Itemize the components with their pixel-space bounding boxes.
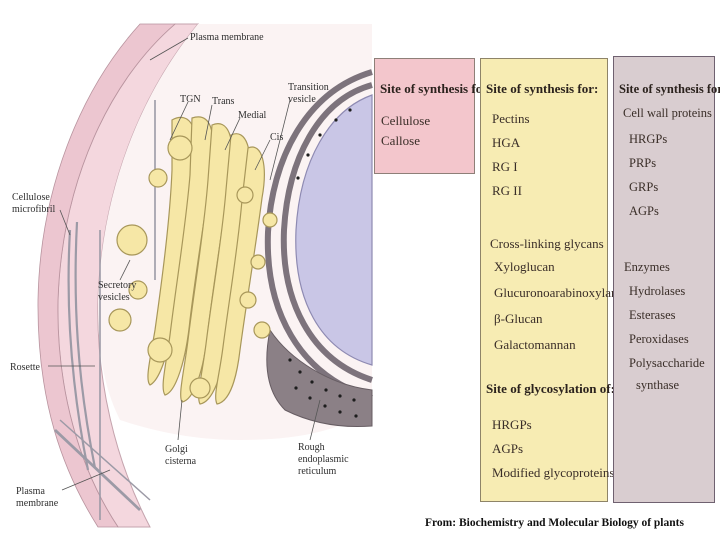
source-caption: From: Biochemistry and Molecular Biology… (425, 517, 684, 529)
box2-rg1: RG I (492, 159, 518, 174)
label-rough-er-2: endoplasmic (298, 454, 349, 465)
cell-wall-outer (37, 23, 177, 528)
label-transition-vesicle-2: vesicle (288, 94, 316, 105)
label-rough-er-3: reticulum (298, 466, 337, 477)
ribosomes (288, 108, 358, 418)
box2-glyco-heading: Site of glycosylation of: (486, 381, 615, 396)
label-plasma-membrane-1: Plasma (16, 486, 45, 497)
box2-xyloglucan: Xyloglucan (494, 259, 555, 274)
label-plasma-membrane-top: Plasma membrane (190, 32, 264, 43)
box3-agps: AGPs (629, 204, 659, 218)
box3-cell-wall-proteins: Cell wall proteins (623, 106, 712, 120)
label-golgi-2: cisterna (165, 456, 197, 467)
label-plasma-membrane-2: membrane (16, 498, 59, 509)
label-cis: Cis (270, 132, 284, 143)
label-trans: Trans (212, 96, 235, 107)
synthesis-box-proteins: Site of synthesis for: Cell wall protein… (613, 56, 720, 503)
vesicles (108, 135, 278, 399)
box2-beta-glucan: β-Glucan (494, 311, 543, 326)
label-cellulose-2: microfibril (12, 204, 56, 215)
label-rough-er-1: Rough (298, 442, 325, 453)
microfibrils (54, 100, 156, 520)
box2-crosslinking-heading: Cross-linking glycans (490, 236, 604, 251)
box2-heading: Site of synthesis for: (486, 81, 599, 96)
box3-peroxidases: Peroxidases (629, 332, 689, 346)
box3-polysaccharide: Polysaccharide (629, 356, 705, 370)
box2-pectins: Pectins (492, 111, 530, 126)
box1-item-cellulose: Cellulose (381, 113, 431, 128)
box3-hydrolases: Hydrolases (629, 284, 686, 298)
rough-er (264, 69, 373, 401)
box3-grps: GRPs (629, 180, 659, 194)
box3-enzymes: Enzymes (624, 260, 670, 274)
label-cellulose-1: Cellulose (12, 192, 50, 203)
box3-heading: Site of synthesis for: (619, 82, 720, 96)
box1-item-callose: Callose (381, 133, 420, 148)
golgi-stack (147, 116, 265, 405)
box2-galactomannan: Galactomannan (494, 337, 576, 352)
label-golgi-1: Golgi (165, 444, 188, 455)
label-transition-vesicle-1: Transition (288, 82, 329, 93)
label-medial: Medial (238, 110, 267, 121)
box3-hrgps: HRGPs (629, 132, 668, 146)
box2-modified-glycoproteins: Modified glycoproteins (492, 465, 615, 480)
label-secretory-2: vesicles (98, 292, 130, 303)
callout-lines (48, 37, 321, 491)
box2-glucuronoarabinoxylan: Glucuronoarabinoxylan (494, 285, 618, 300)
box2-agps: AGPs (492, 441, 524, 456)
box2-hrgps: HRGPs (492, 417, 532, 432)
box1-heading: Site of synthesis for: (380, 81, 493, 96)
synthesis-box-pectins: Site of synthesis for: Pectins HGA RG I … (480, 58, 617, 502)
box2-rg2: RG II (492, 183, 522, 198)
synthesis-box-cellulose: Site of synthesis for: Cellulose Callose (374, 58, 492, 174)
label-rosette: Rosette (10, 362, 40, 373)
label-tgn: TGN (180, 94, 201, 105)
box3-esterases: Esterases (629, 308, 676, 322)
box3-synthase: synthase (636, 378, 680, 392)
rough-er-region (266, 328, 373, 428)
label-secretory-1: Secretory (98, 280, 137, 291)
box2-hga: HGA (492, 135, 521, 150)
box3-prps: PRPs (629, 156, 657, 170)
